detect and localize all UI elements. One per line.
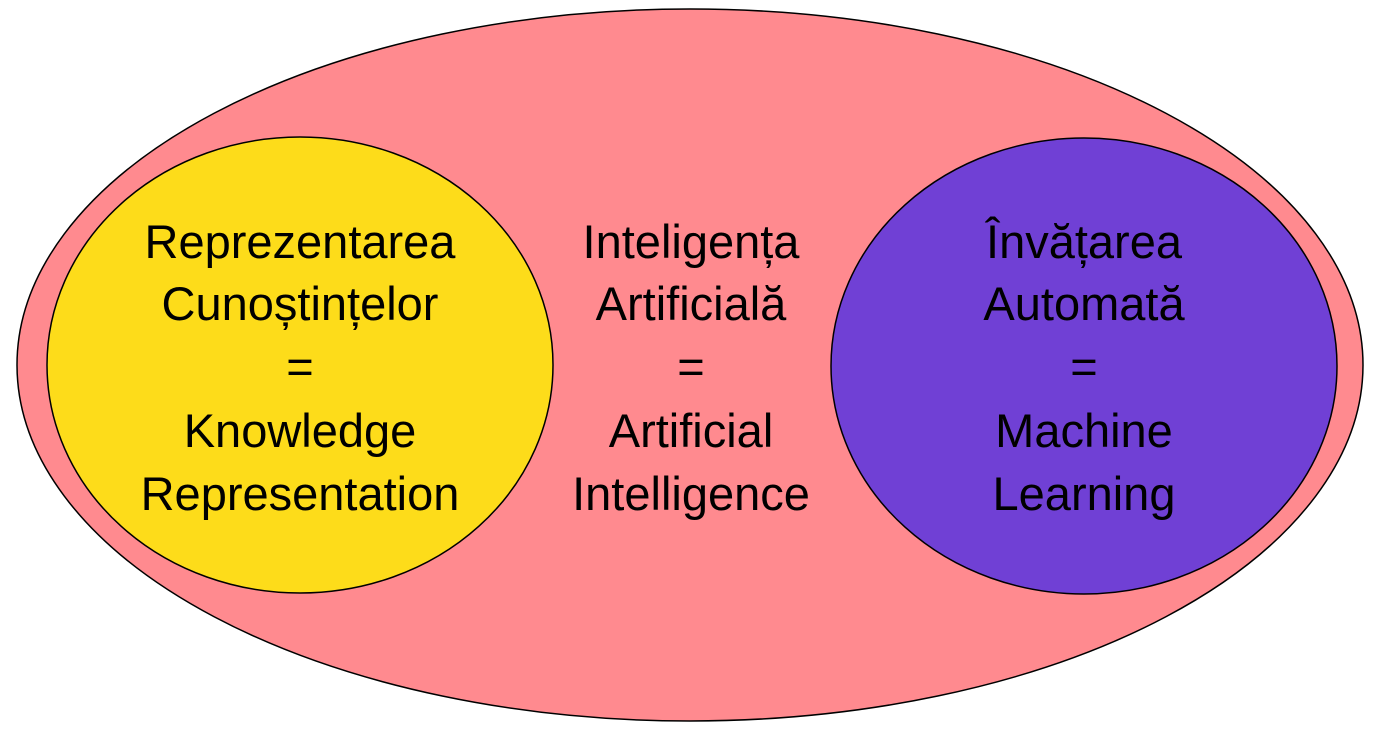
left-ellipse-knowledge-representation [46, 136, 554, 594]
left-label-line: Representation [141, 467, 460, 520]
left-label-line: Reprezentarea [145, 215, 457, 268]
left-label-line: = [286, 340, 313, 393]
left-label-line: Knowledge [184, 404, 417, 457]
center-label-line: Inteligența [583, 215, 801, 268]
center-label-line: Intelligence [572, 467, 810, 520]
center-label-line: Artificială [596, 277, 788, 330]
right-label-line: Machine [995, 404, 1173, 457]
center-label-group: Inteligența Artificială = Artificial Int… [572, 215, 810, 520]
right-label-line: Învățarea [984, 215, 1183, 268]
center-label-line: Artificial [609, 404, 774, 457]
right-ellipse-machine-learning [830, 137, 1338, 595]
left-label-line: Cunoștințelor [162, 277, 439, 330]
right-label-line: Learning [993, 467, 1176, 520]
center-label-line: = [677, 340, 704, 393]
left-label-group: Reprezentarea Cunoștințelor = Knowledge … [141, 215, 460, 520]
right-label-group: Învățarea Automată = Machine Learning [983, 215, 1185, 520]
right-label-line: Automată [983, 277, 1185, 330]
right-label-line: = [1070, 340, 1097, 393]
